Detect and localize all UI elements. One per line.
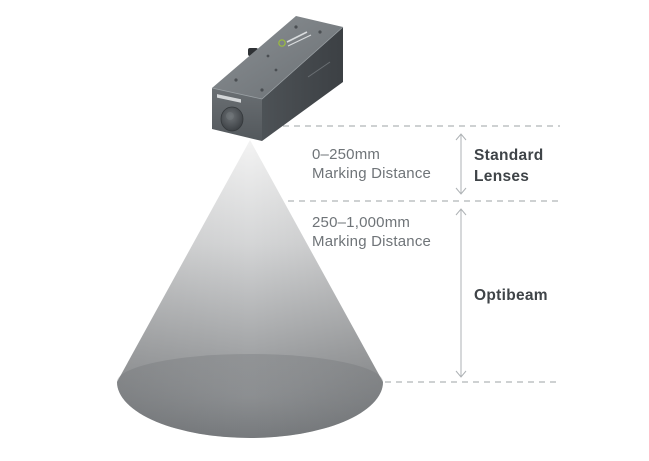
standard-label-line2: Lenses [474,168,530,185]
optibeam-range-arrow [455,208,467,378]
optibeam-label: Optibeam [474,285,548,306]
optibeam-label-line1: Optibeam [474,287,548,304]
cone-base [117,354,383,438]
standard-range-text: 0–250mm Marking Distance [312,145,431,183]
optibeam-range-caption: Marking Distance [312,233,432,250]
optibeam-range-text: 250–1,000mm Marking Distance [312,213,431,251]
laser-beam-cone [117,140,383,438]
standard-range-caption: Marking Distance [312,165,432,182]
laser-marking-device [211,16,344,141]
optibeam-range-value: 250–1,000mm [312,214,411,231]
standard-range-arrow [455,133,467,195]
standard-label-line1: Standard [474,147,544,164]
device-top-logo [278,31,312,47]
standard-lenses-label: Standard Lenses [474,145,544,187]
standard-range-value: 0–250mm [312,146,381,163]
